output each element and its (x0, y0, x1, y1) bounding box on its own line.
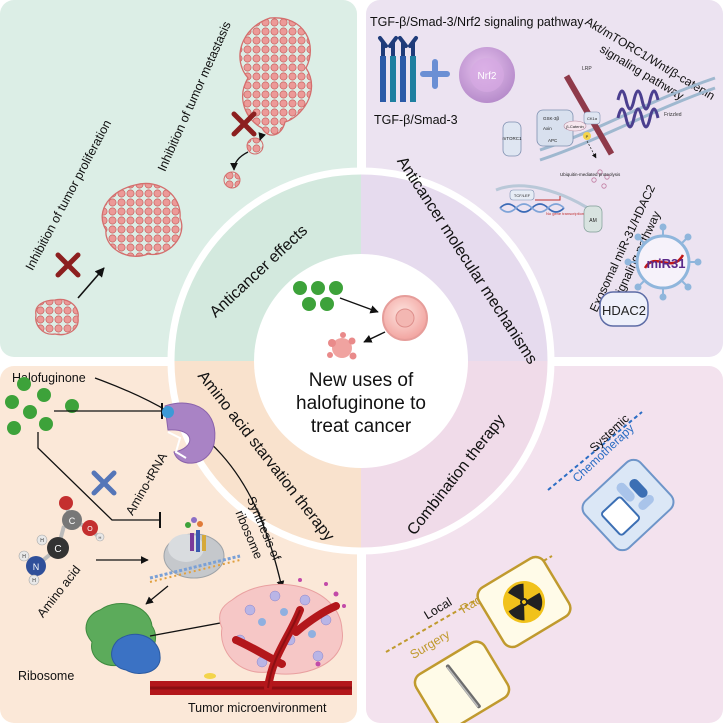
beta-catenin-icon (563, 120, 587, 132)
local-divider (385, 555, 553, 653)
label-mir31: miR31 (646, 256, 685, 271)
outer-ring (167, 167, 555, 555)
amino-trna-enzyme-icon (162, 402, 216, 464)
halofuginone-dot (7, 421, 21, 435)
radiation-icon (476, 555, 572, 649)
systemic-divider (547, 411, 643, 491)
label-no-transcription: No gene transcription (546, 211, 584, 216)
label-tgf-pathway: TGF-β/Smad-3/Nrf2 signaling pathway (370, 15, 584, 29)
halofuginone-dot (5, 395, 19, 409)
center-illustration: New uses of halofuginone to treat cancer (293, 281, 428, 437)
label-gsk: GSK-3β (543, 116, 560, 121)
amino-acid-molecule-icon: N H H C H C O H (18, 496, 105, 586)
atom-h: H (32, 578, 36, 584)
plus-icon (420, 59, 450, 89)
halofuginone-dot (320, 297, 334, 311)
atom-h: H (22, 554, 26, 560)
label-hdac2: HDAC2 (602, 303, 646, 318)
label-ck1: CK1α (587, 116, 598, 121)
ribosome-synthesis-icon (149, 517, 241, 583)
am-box (583, 205, 603, 233)
label-tumor-microenvironment: Tumor microenvironment (188, 701, 327, 715)
tcf-lef-box (509, 189, 535, 201)
halofuginone-dot (311, 281, 325, 295)
tgf-receptor-icon (378, 36, 418, 102)
block-x-icon (231, 111, 257, 137)
label-axin: Axin (543, 126, 552, 131)
halofuginone-dot (329, 281, 343, 295)
label-nrf2: Nrf2 (478, 71, 497, 82)
block-x-icon (55, 252, 81, 278)
halofuginone-dot (17, 377, 31, 391)
halofuginone-dot (293, 281, 307, 295)
proteolysis-fragments-icon (591, 169, 610, 189)
halofuginone-dot (39, 417, 53, 431)
label-beta-catenin: β-Catenin (566, 124, 583, 129)
center-title-line1: New uses of (309, 370, 414, 391)
atom-h: H (40, 538, 44, 544)
halofuginone-dot (302, 297, 316, 311)
label-ubiquitin: Ubiquitin-mediated proteolysis (560, 172, 621, 177)
exosome-icon: miR31 (624, 223, 702, 301)
mtorc1-box (502, 121, 522, 157)
chemotherapy-icon (581, 458, 675, 552)
label-tgf-smad: TGF-β/Smad-3 (374, 113, 458, 127)
proliferating-tumor-icon (35, 182, 183, 336)
frizzled-receptor-icon (616, 89, 660, 111)
label-mtorc1: mTORC1 (503, 136, 522, 141)
metastatic-tumor-icon (223, 17, 313, 189)
center-title-line3: treat cancer (311, 416, 412, 437)
label-lrp: LRP (582, 66, 592, 72)
atom-n: N (33, 562, 40, 572)
phospho-icon (583, 132, 591, 140)
label-tcf-lef: TCF/LEF (514, 193, 531, 198)
label-phospho: P (586, 134, 589, 139)
label-am: AM (589, 218, 597, 224)
ck1-box (583, 111, 601, 125)
label-ribosome: Ribosome (18, 669, 74, 683)
surgery-icon (413, 640, 511, 723)
center-title-line2: halofuginone to (296, 393, 426, 414)
hdac2-box (599, 291, 649, 327)
label-frizzled: Frizzled (664, 112, 682, 118)
halofuginone-dot (23, 405, 37, 419)
ribosome-icon (85, 602, 161, 674)
atom-h: H (99, 535, 102, 540)
tumor-microenvironment-icon (150, 578, 352, 695)
label-apc: APC (548, 138, 558, 143)
apoptotic-cell-icon (327, 332, 357, 360)
halofuginone-dot (37, 388, 51, 402)
atom-c: C (69, 516, 76, 526)
block-x-icon (91, 470, 117, 496)
halofuginone-dot (65, 399, 79, 413)
atom-c: C (54, 544, 61, 555)
atom-o: O (87, 526, 93, 533)
